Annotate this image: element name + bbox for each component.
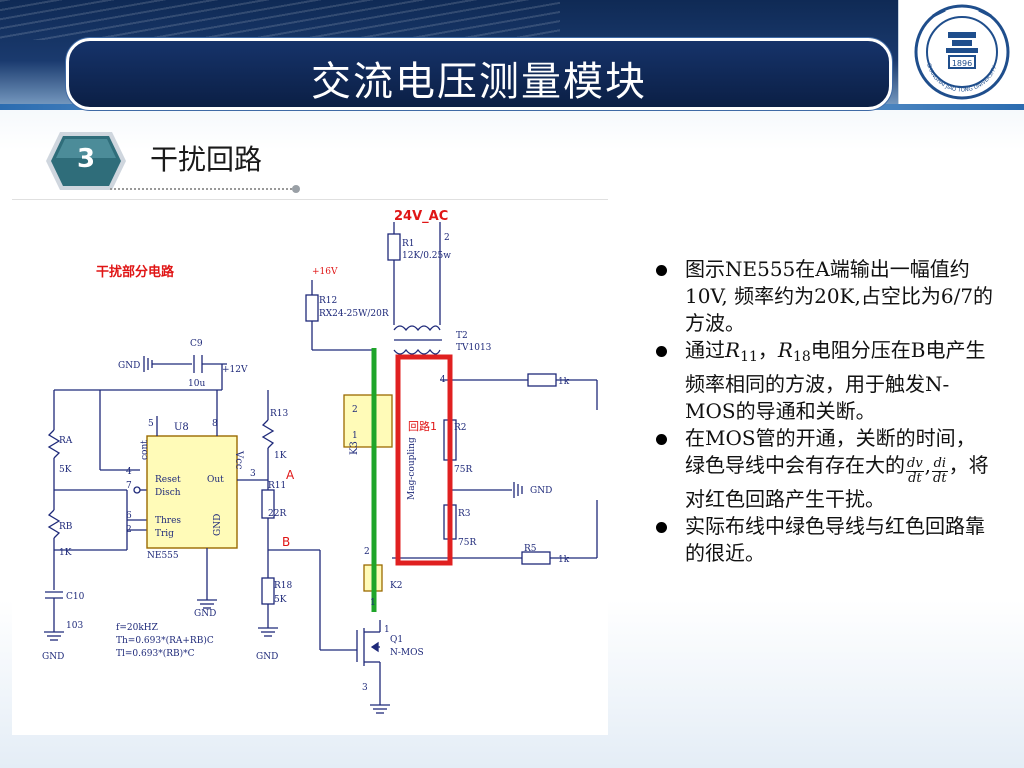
section-divider bbox=[110, 188, 296, 190]
svg-text:10u: 10u bbox=[188, 379, 205, 389]
svg-text:+12V: +12V bbox=[222, 365, 248, 375]
svg-text:1: 1 bbox=[384, 625, 390, 635]
svg-text:R1: R1 bbox=[402, 239, 415, 249]
svg-text:+16V: +16V bbox=[312, 267, 338, 277]
svg-text:12K/0.25w: 12K/0.25w bbox=[402, 251, 451, 261]
svg-text:GND: GND bbox=[213, 514, 223, 536]
svg-text:1K: 1K bbox=[274, 451, 287, 461]
red-loop bbox=[395, 354, 453, 566]
svg-text:cont: cont bbox=[140, 440, 150, 460]
svg-text:2: 2 bbox=[126, 525, 132, 535]
svg-text:4: 4 bbox=[440, 375, 446, 385]
svg-text:75R: 75R bbox=[458, 538, 476, 548]
bullet-dot bbox=[656, 434, 667, 445]
svg-text:回路1: 回路1 bbox=[408, 420, 437, 433]
svg-text:1K: 1K bbox=[59, 548, 72, 558]
svg-text:103: 103 bbox=[66, 621, 83, 631]
svg-text:U8: U8 bbox=[174, 422, 189, 433]
header-stripes bbox=[0, 0, 560, 40]
svg-text:T2: T2 bbox=[456, 331, 468, 341]
svg-text:Th=0.693*(RA+RB)C: Th=0.693*(RA+RB)C bbox=[116, 635, 214, 646]
svg-text:R18: R18 bbox=[274, 581, 293, 591]
svg-text:5K: 5K bbox=[274, 595, 287, 605]
svg-text:1k: 1k bbox=[558, 377, 570, 387]
svg-text:Tl=0.693*(RB)*C: Tl=0.693*(RB)*C bbox=[116, 648, 195, 659]
svg-text:4: 4 bbox=[126, 467, 132, 477]
svg-text:2: 2 bbox=[352, 405, 358, 415]
svg-text:Thres: Thres bbox=[155, 516, 181, 526]
bullet-item: 图示NE555在A端输出一幅值约10V, 频率约为20K,占空比为6/7的方波。 bbox=[655, 256, 995, 337]
section-title: 干扰回路 bbox=[150, 143, 263, 176]
svg-text:6: 6 bbox=[126, 511, 132, 521]
svg-text:8: 8 bbox=[212, 419, 218, 429]
svg-text:RX24-25W/20R: RX24-25W/20R bbox=[319, 309, 389, 319]
svg-text:2: 2 bbox=[444, 233, 450, 243]
svg-text:Q1: Q1 bbox=[390, 635, 403, 645]
svg-text:A: A bbox=[286, 468, 295, 482]
section-number: 3 bbox=[76, 144, 96, 174]
svg-text:5: 5 bbox=[148, 419, 154, 429]
bullet-dot bbox=[656, 265, 667, 276]
svg-text:B: B bbox=[282, 535, 290, 549]
svg-text:R13: R13 bbox=[270, 409, 289, 419]
svg-text:1: 1 bbox=[370, 598, 376, 608]
slide-title: 交流电压测量模块 bbox=[311, 59, 647, 105]
svg-text:Disch: Disch bbox=[155, 488, 181, 498]
svg-text:R12: R12 bbox=[319, 296, 337, 306]
svg-text:C10: C10 bbox=[66, 592, 85, 602]
svg-text:1k: 1k bbox=[558, 555, 570, 565]
svg-text:f=20kHZ: f=20kHZ bbox=[116, 623, 158, 633]
svg-text:Vcc: Vcc bbox=[233, 450, 244, 470]
svg-text:R5: R5 bbox=[524, 544, 537, 554]
svg-text:RA: RA bbox=[59, 436, 73, 446]
bullet-item: 通过R11，R18电阻分压在B电产生频率相同的方波，用于触发N-MOS的导通和关… bbox=[655, 337, 995, 425]
svg-text:22R: 22R bbox=[268, 509, 286, 519]
svg-text:N-MOS: N-MOS bbox=[390, 648, 424, 658]
svg-text:Out: Out bbox=[207, 475, 224, 485]
svg-text:5K: 5K bbox=[59, 465, 72, 475]
svg-text:3: 3 bbox=[362, 683, 368, 693]
svg-text:NE555: NE555 bbox=[147, 551, 179, 561]
svg-text:75R: 75R bbox=[454, 465, 472, 475]
label-24v-ac: 24V_AC bbox=[394, 209, 448, 224]
svg-text:TV1013: TV1013 bbox=[456, 343, 492, 353]
svg-text:2: 2 bbox=[364, 547, 370, 557]
bullet-dot bbox=[656, 346, 667, 357]
svg-text:GND: GND bbox=[118, 361, 140, 371]
interference-circuit-schematic: 干扰部分电路 24V_AC R1 12K/0.25w +16V R12 RX24… bbox=[12, 199, 608, 735]
bullet-list: 图示NE555在A端输出一幅值约10V, 频率约为20K,占空比为6/7的方波。… bbox=[655, 256, 995, 567]
svg-text:RB: RB bbox=[59, 522, 73, 532]
svg-text:Reset: Reset bbox=[155, 475, 181, 485]
svg-text:R11: R11 bbox=[268, 481, 286, 491]
svg-text:GND: GND bbox=[42, 652, 64, 662]
svg-text:7: 7 bbox=[126, 481, 132, 491]
svg-text:R2: R2 bbox=[454, 423, 467, 433]
schematic-heading: 干扰部分电路 bbox=[96, 264, 175, 280]
svg-text:GND: GND bbox=[530, 486, 552, 496]
svg-text:K3: K3 bbox=[349, 441, 360, 455]
svg-text:GND: GND bbox=[256, 652, 278, 662]
svg-text:1: 1 bbox=[352, 431, 358, 441]
section-divider-end bbox=[292, 185, 300, 193]
svg-text:R3: R3 bbox=[458, 509, 471, 519]
logo-year: 1896 bbox=[952, 59, 972, 68]
svg-text:Trig: Trig bbox=[155, 529, 174, 539]
svg-text:C9: C9 bbox=[190, 339, 203, 349]
bullet-item: 实际布线中绿色导线与红色回路靠的很近。 bbox=[655, 513, 995, 567]
university-logo: 1896 SHANGHAI JIAO TONG UNIVERSITY bbox=[898, 0, 1024, 104]
svg-text:3: 3 bbox=[250, 469, 256, 479]
svg-text:GND: GND bbox=[194, 609, 216, 619]
svg-text:Mag-coupling: Mag-coupling bbox=[407, 437, 417, 500]
bullet-dot bbox=[656, 522, 667, 533]
title-banner: 交流电压测量模块 bbox=[66, 38, 892, 110]
section-number-badge: 3 bbox=[46, 130, 126, 192]
svg-text:K2: K2 bbox=[390, 581, 402, 591]
